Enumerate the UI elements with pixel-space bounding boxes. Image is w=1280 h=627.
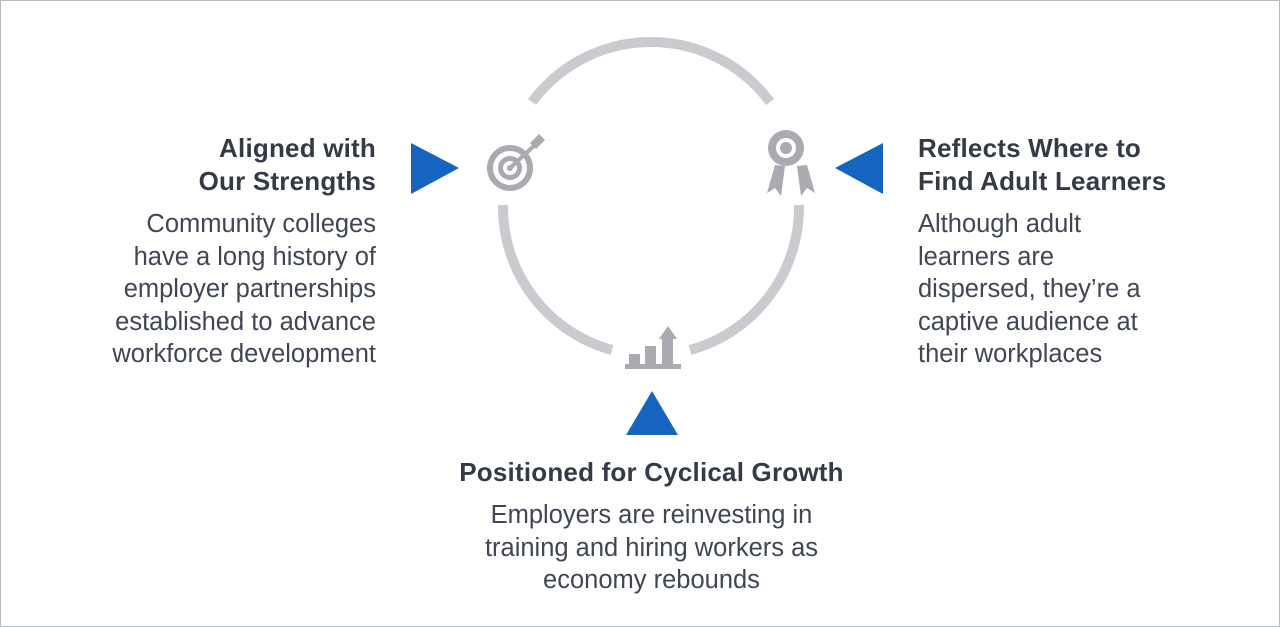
ring-segment-top bbox=[527, 36, 775, 105]
left-body: Community colleges have a long history o… bbox=[112, 208, 376, 371]
right-callout: Reflects Where to Find Adult Learners Al… bbox=[918, 132, 1166, 371]
left-body-line: have a long history of bbox=[133, 242, 376, 271]
ring-segment-left bbox=[497, 204, 614, 355]
right-heading-line: Reflects Where to bbox=[918, 133, 1142, 163]
left-body-line: Community colleges bbox=[146, 210, 376, 238]
right-heading-line: Find Adult Learners bbox=[918, 166, 1167, 196]
right-body: Although adult learners are dispersed, t… bbox=[918, 208, 1166, 371]
right-body-line: Although adult bbox=[918, 210, 1082, 238]
right-body-line: learners are bbox=[918, 242, 1055, 271]
left-heading: Aligned with Our Strengths bbox=[112, 132, 376, 198]
bottom-body-line: training and hiring workers as bbox=[484, 533, 819, 562]
left-body-line: workforce development bbox=[112, 340, 376, 368]
right-body-line: dispersed, they’re a bbox=[918, 275, 1141, 303]
right-pointer bbox=[835, 143, 883, 194]
bottom-heading: Positioned for Cyclical Growth bbox=[380, 456, 923, 489]
right-body-line: captive audience at bbox=[918, 307, 1138, 336]
left-heading-line: Our Strengths bbox=[198, 166, 376, 196]
bottom-pointer bbox=[626, 391, 678, 435]
right-heading: Reflects Where to Find Adult Learners bbox=[918, 132, 1166, 198]
left-pointer bbox=[411, 143, 459, 194]
bottom-callout: Positioned for Cyclical Growth Employers… bbox=[380, 456, 923, 597]
left-heading-line: Aligned with bbox=[219, 133, 376, 163]
bottom-heading-line: Positioned for Cyclical Growth bbox=[459, 457, 844, 487]
right-body-line: their workplaces bbox=[918, 340, 1103, 368]
left-body-line: established to advance bbox=[115, 307, 376, 336]
bottom-body-line: economy rebounds bbox=[543, 566, 760, 594]
ring-segment-right bbox=[688, 204, 805, 355]
left-callout: Aligned with Our Strengths Community col… bbox=[112, 132, 376, 371]
bottom-body-line: Employers are reinvesting in bbox=[490, 501, 813, 529]
award-ribbon-icon bbox=[767, 130, 815, 196]
target-arrow-icon bbox=[487, 134, 545, 191]
bottom-body: Employers are reinvesting in training an… bbox=[380, 499, 923, 597]
left-body-line: employer partnerships bbox=[123, 275, 376, 303]
growth-chart-icon bbox=[625, 326, 681, 369]
